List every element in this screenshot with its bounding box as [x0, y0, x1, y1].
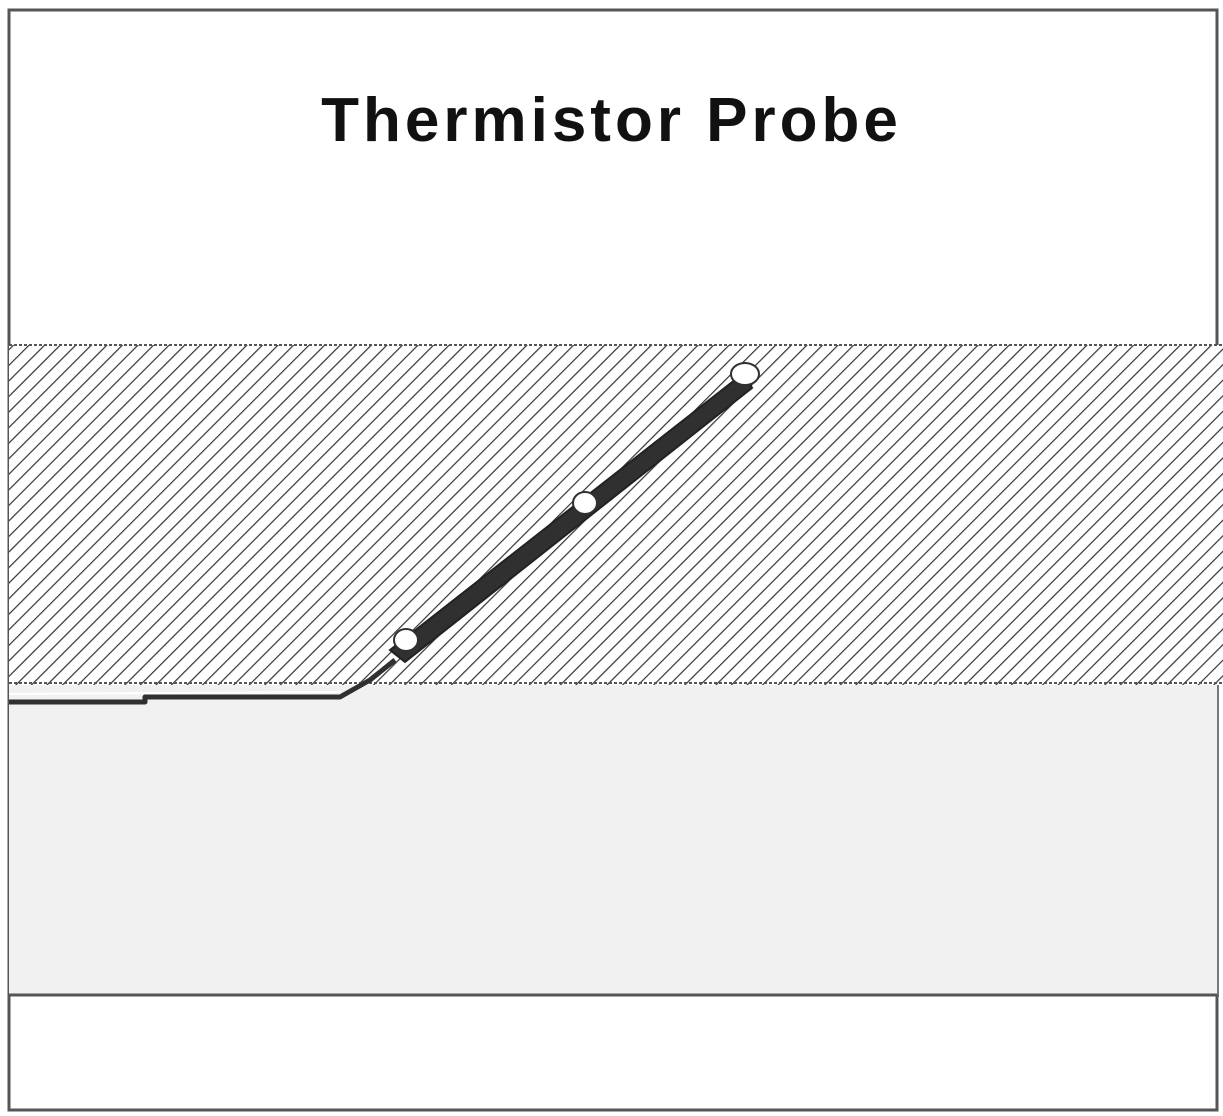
thermistor-bead-2: [572, 491, 598, 515]
lead-wire-highlight: [8, 691, 341, 695]
probe-body: [388, 370, 754, 664]
hatched-layer-pattern: [9, 345, 1223, 685]
thermistor-bead-1: [393, 628, 419, 652]
diagram-title: Thermistor Probe: [321, 86, 902, 155]
thermistor-bead-3: [730, 362, 760, 386]
lower-layer: [9, 685, 1219, 995]
lead-wire: [9, 658, 397, 705]
